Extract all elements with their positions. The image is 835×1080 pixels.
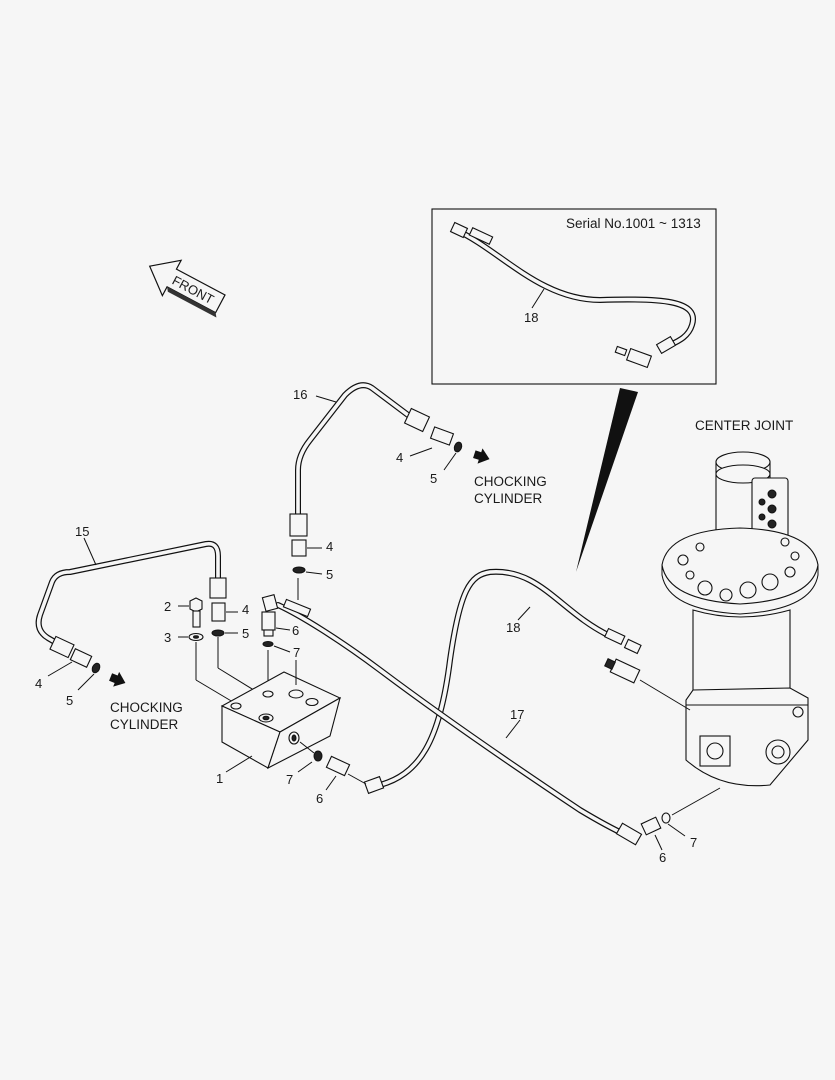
pipe-15-nut-left (49, 635, 75, 659)
pipe-16-nut-bottom (289, 513, 308, 537)
connector-4-mid (291, 539, 307, 557)
inset-hose-ferrule (468, 226, 494, 246)
center-joint-label: CENTER JOINT (695, 418, 793, 433)
pipe-16: 16 4 5 CHOCKING CYLINDER 4 5 (289, 382, 547, 600)
fitting-6-right: 6 7 (640, 787, 721, 865)
front-arrow: FRONT (148, 259, 226, 318)
chocking-right-line1: CHOCKING (474, 474, 547, 489)
label-part-5-block: 5 (242, 626, 249, 641)
label-part-6-right: 6 (659, 850, 666, 865)
label-part-2: 2 (164, 599, 171, 614)
label-part-7-lower: 7 (286, 772, 293, 787)
label-part-18: 18 (506, 620, 520, 635)
label-part-5-mid: 5 (326, 567, 333, 582)
inset-adapter (625, 347, 653, 369)
center-joint: CENTER JOINT (661, 418, 819, 787)
label-part-17: 17 (510, 707, 524, 722)
label-part-3: 3 (164, 630, 171, 645)
label-part-6-lower: 6 (316, 791, 323, 806)
small-parts: 2 3 4 5 6 7 (164, 597, 300, 706)
inset-hose-end-fitting (449, 221, 469, 239)
label-part-5-top: 5 (430, 471, 437, 486)
adapter-center-joint (604, 658, 691, 711)
chocking-left-line1: CHOCKING (110, 700, 183, 715)
label-part-5-left: 5 (66, 693, 73, 708)
block-1: 1 (216, 660, 342, 786)
leader-18 (517, 606, 531, 621)
leader-18-inset (531, 288, 545, 309)
label-part-4-block: 4 (242, 602, 249, 617)
hose-17: 17 (261, 594, 643, 846)
label-part-4-top: 4 (396, 450, 403, 465)
inset-serial-label: Serial No.1001 ~ 1313 (566, 216, 701, 231)
label-part-15: 15 (75, 524, 89, 539)
label-part-4-mid: 4 (326, 539, 333, 554)
inset-adapter-nipple (614, 345, 628, 357)
leader-15 (83, 537, 97, 566)
leader-17 (505, 719, 521, 739)
pipe-15-nut-top (209, 577, 227, 599)
label-part-7-right: 7 (690, 835, 697, 850)
label-part-6-top: 6 (292, 623, 299, 638)
leader-16 (315, 395, 337, 403)
label-part-1: 1 (216, 771, 223, 786)
label-part-18-inset: 18 (524, 310, 538, 325)
label-part-4-left: 4 (35, 676, 42, 691)
chocking-left-line2: CYLINDER (110, 717, 179, 732)
pipe-15: 15 4 5 CHOCKING CYLINDER (35, 524, 227, 732)
fitting-6-lower: 7 6 (286, 741, 367, 806)
label-part-16: 16 (293, 387, 307, 402)
inset-detail: Serial No.1001 ~ 1313 18 (431, 208, 717, 385)
hose-18: 18 (363, 568, 642, 795)
pipe-16-nut-right (403, 407, 431, 433)
label-part-7-top: 7 (293, 645, 300, 660)
chocking-right-line2: CYLINDER (474, 491, 543, 506)
inset-hose-elbow (655, 335, 677, 355)
oring-5-mid (292, 566, 306, 574)
inset-pointer-wedge (576, 388, 638, 572)
